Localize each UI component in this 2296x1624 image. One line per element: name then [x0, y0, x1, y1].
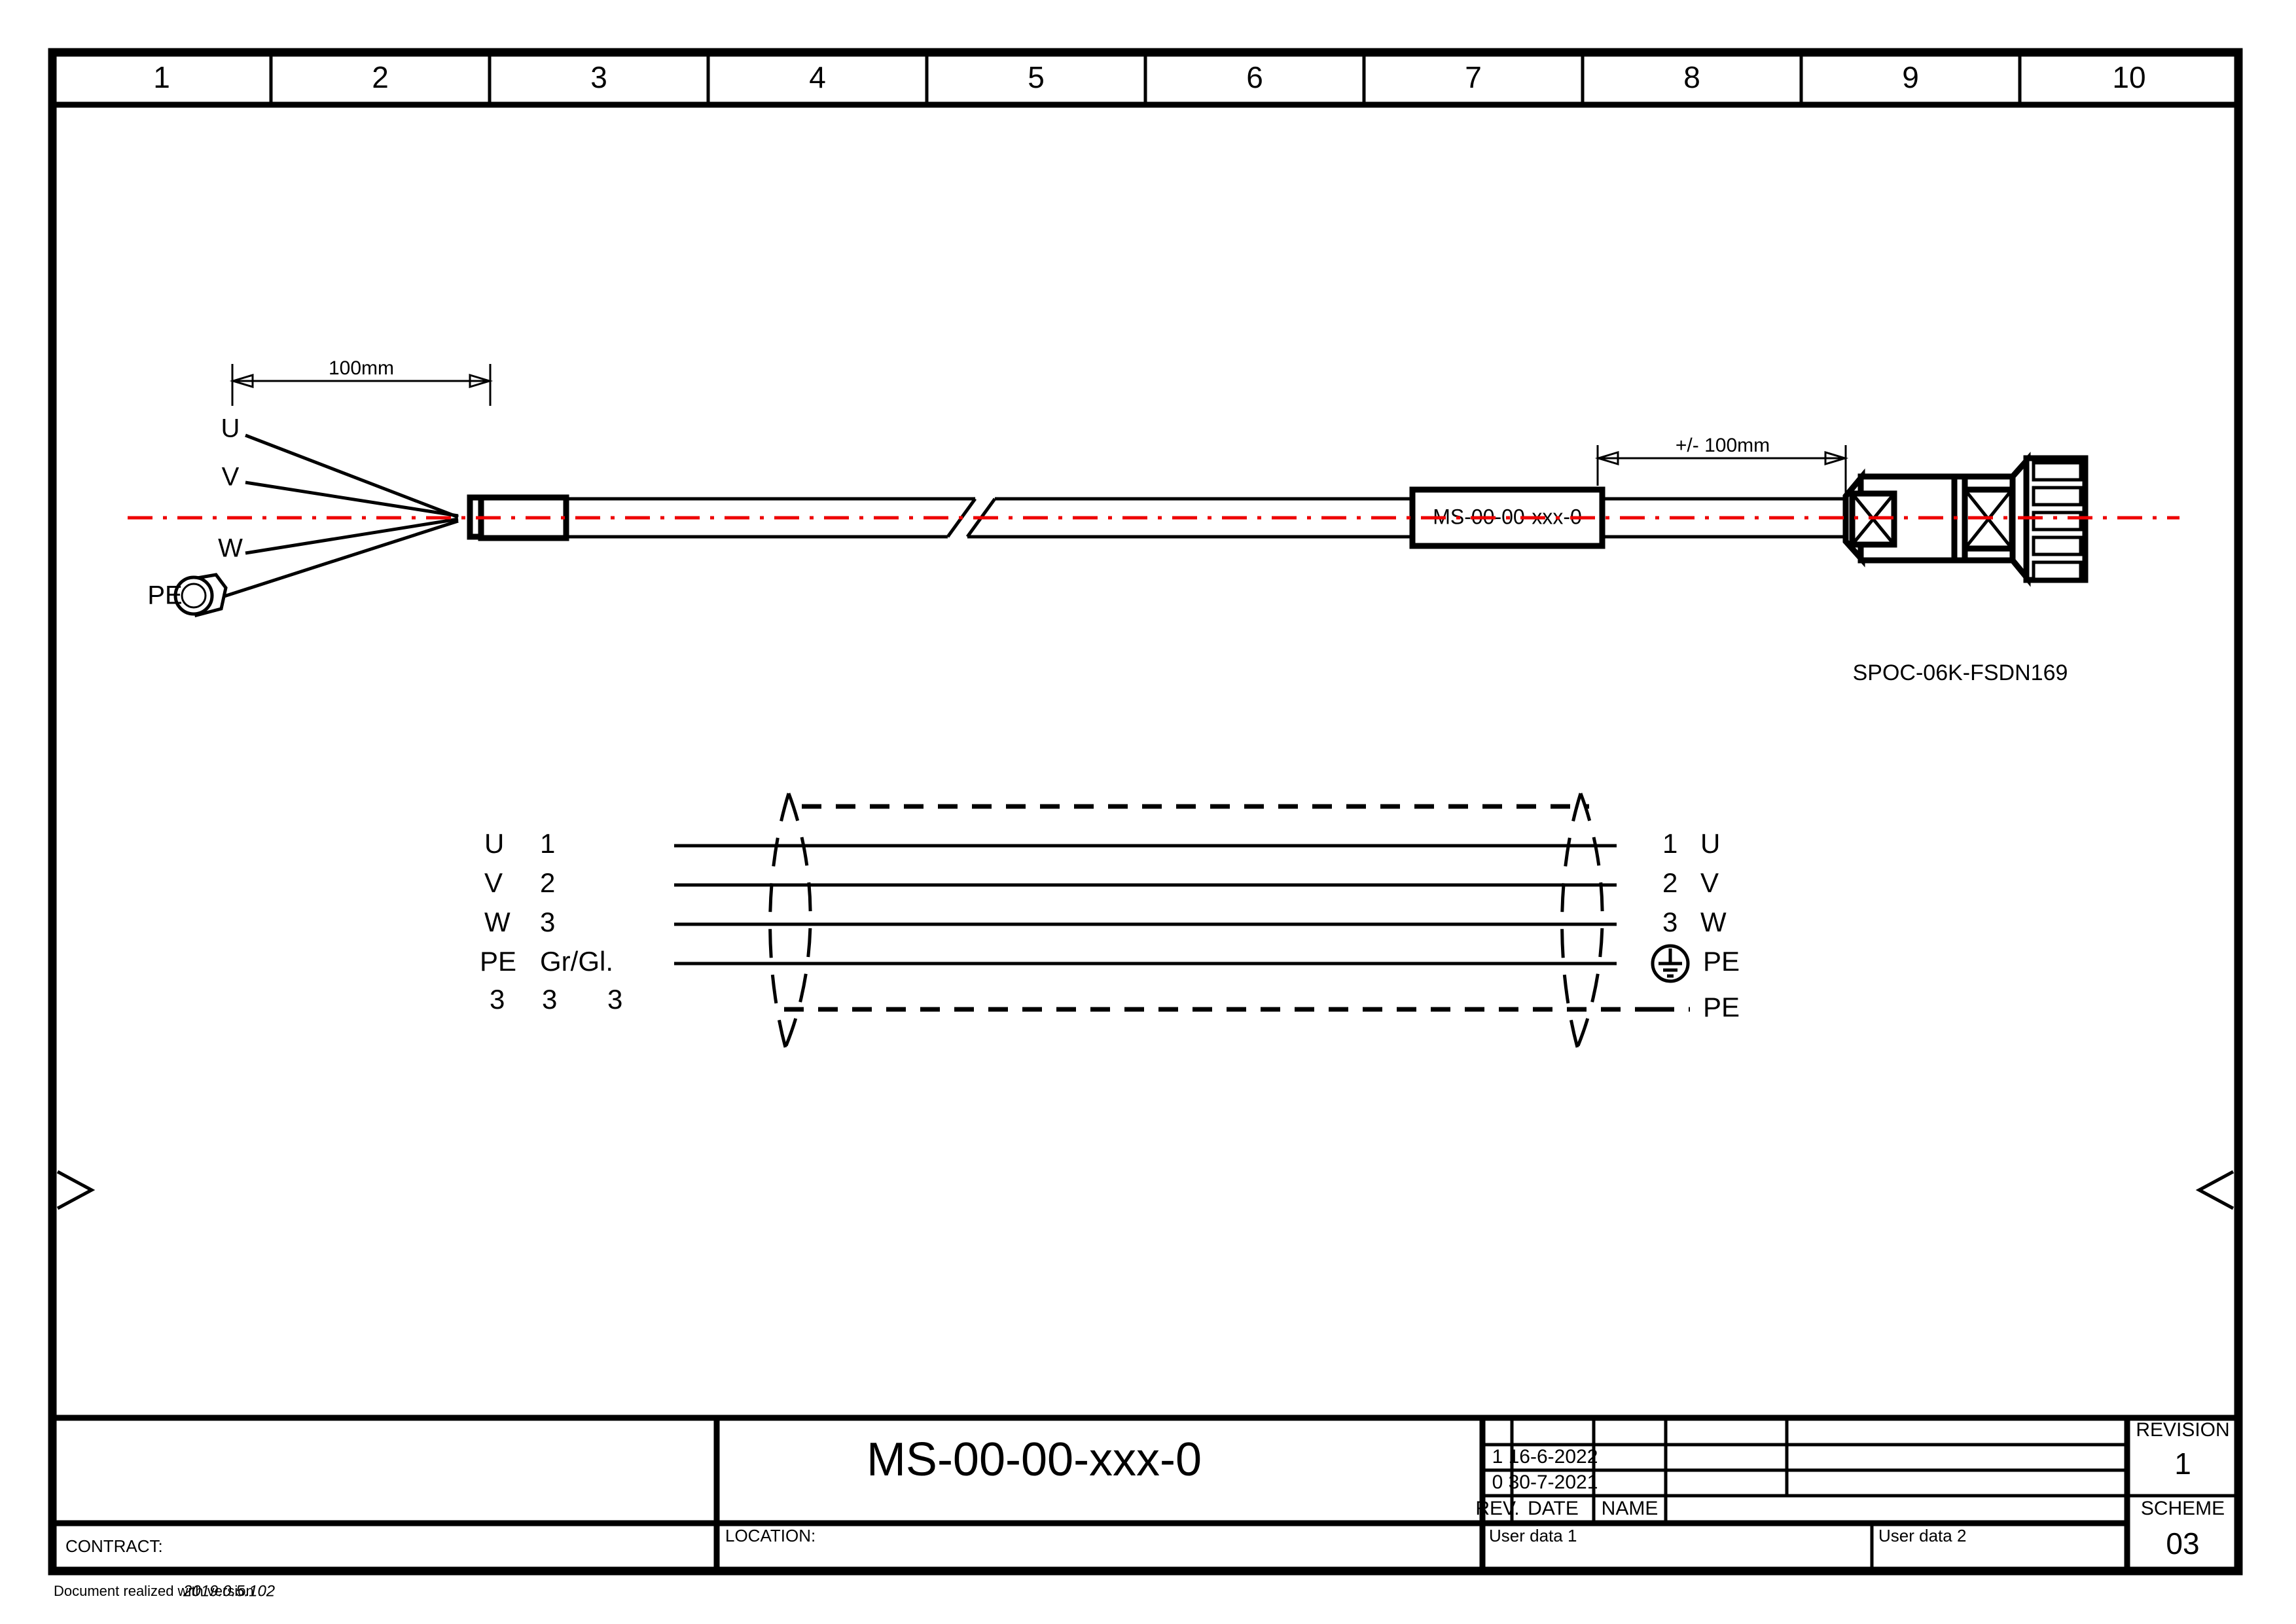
- schematic-shield: [768, 793, 1656, 1048]
- column-number: 3: [590, 60, 607, 94]
- footer-version-number: 2019.0.5.102: [183, 1582, 275, 1600]
- right-dimension: +/- 100mm: [1594, 435, 1849, 497]
- revision-row-date: 30-7-2021: [1509, 1471, 1598, 1493]
- column-number: 4: [809, 60, 826, 94]
- revision-header-date: DATE: [1528, 1498, 1579, 1519]
- column-number: 5: [1028, 60, 1045, 94]
- revision-row-rev: 0: [1492, 1471, 1503, 1493]
- connector-part-number: SPOC-06K-FSDN169: [1853, 660, 2068, 685]
- schematic-left-pin: 2: [540, 867, 555, 898]
- conductor-fan: [215, 433, 459, 601]
- revision-value: 1: [2174, 1447, 2191, 1481]
- column-number: 7: [1465, 60, 1482, 94]
- contract-label: CONTRACT:: [65, 1536, 163, 1556]
- wire-label-w: W: [218, 534, 243, 563]
- sheet-center-marks: [56, 1170, 2234, 1210]
- schematic-left-footer: 3: [542, 984, 557, 1015]
- schematic-left-signal: V: [484, 867, 503, 898]
- schematic-right-shield-label: PE: [1703, 992, 1740, 1022]
- schematic-right-pin: 2: [1662, 867, 1677, 898]
- location-label: LOCATION:: [725, 1526, 816, 1545]
- schematic-right-pin: 1: [1662, 828, 1677, 859]
- revision-label: REVISION: [2136, 1419, 2229, 1441]
- scheme-label: SCHEME: [2141, 1498, 2225, 1519]
- right-dimension-label: +/- 100mm: [1676, 435, 1770, 456]
- column-numbers: 1 2 3 4 5 6 7 8 9 10: [153, 60, 2145, 94]
- column-number: 2: [372, 60, 389, 94]
- schematic-right-pe-label: PE: [1703, 946, 1740, 977]
- earth-ground-icon: [1651, 944, 1690, 983]
- schematic-right-signal: V: [1700, 867, 1719, 898]
- schematic-left-signal: W: [484, 907, 511, 937]
- sheet-footer: Document realized with version : 2019.0.…: [54, 1582, 275, 1600]
- right-center-arrow-icon: [2195, 1170, 2234, 1210]
- revision-header-name: NAME: [1602, 1498, 1659, 1519]
- left-center-arrow-icon: [56, 1170, 96, 1210]
- column-number: 9: [1902, 60, 1919, 94]
- schematic-left-pin: 1: [540, 828, 555, 859]
- wire-v-line: [245, 480, 459, 518]
- wire-labels: U V W PE: [147, 414, 243, 610]
- drawing-title: MS-00-00-xxx-0: [867, 1434, 1202, 1486]
- revision-header-rev: REV.: [1475, 1498, 1519, 1519]
- column-number: 10: [2112, 60, 2145, 94]
- schematic-left-footer: 3: [607, 984, 622, 1015]
- wire-label-u: U: [221, 414, 240, 443]
- schematic-right-signal: W: [1700, 907, 1727, 937]
- revision-scheme-column: REVISION 1 SCHEME 03: [2127, 1419, 2238, 1561]
- column-number: 1: [153, 60, 170, 94]
- wire-label-v: V: [222, 463, 240, 492]
- schematic-left-pin: 3: [540, 907, 555, 937]
- pe-ring-terminal: [173, 573, 228, 618]
- title-block: MS-00-00-xxx-0 CONTRACT: LOCATION: 1: [52, 1415, 2238, 1571]
- schematic-conductors: [674, 844, 1617, 965]
- footer-version-text: Document realized with version :: [54, 1583, 262, 1599]
- wire-pe-line: [215, 519, 459, 601]
- column-number: 6: [1246, 60, 1263, 94]
- schematic-right-signal: U: [1700, 828, 1720, 859]
- revision-row-date: 16-6-2022: [1509, 1446, 1598, 1468]
- wire-u-line: [245, 433, 459, 519]
- column-header-dividers: [269, 52, 2022, 105]
- user-data-1: User data 1: [1489, 1526, 1577, 1545]
- schematic-left-signal: PE: [480, 946, 516, 977]
- schematic-right-labels: 1 U 2 V 3 W PE PE: [1651, 828, 1740, 1022]
- schematic-left-signal: U: [484, 828, 504, 859]
- wire-w-line: [245, 517, 459, 555]
- user-data-2: User data 2: [1878, 1526, 1966, 1545]
- schematic-left-labels: U 1 V 2 W 3 PE Gr/Gl. 3 3 3: [480, 828, 622, 1015]
- column-number: 8: [1683, 60, 1700, 94]
- revision-row-rev: 1: [1492, 1446, 1503, 1468]
- scheme-value: 03: [2166, 1526, 2199, 1561]
- schematic-left-footer: 3: [490, 984, 505, 1015]
- drawing-frame: [48, 48, 2243, 1576]
- schematic-left-pin: Gr/Gl.: [540, 946, 613, 977]
- revision-table: 1 16-6-2022 0 30-7-2021 REV. DATE NAME U…: [1475, 1418, 2127, 1571]
- left-dimension-label: 100mm: [329, 357, 394, 379]
- left-dimension: 100mm: [229, 357, 493, 406]
- schematic-right-pin: 3: [1662, 907, 1677, 937]
- wire-label-pe: PE: [147, 581, 182, 610]
